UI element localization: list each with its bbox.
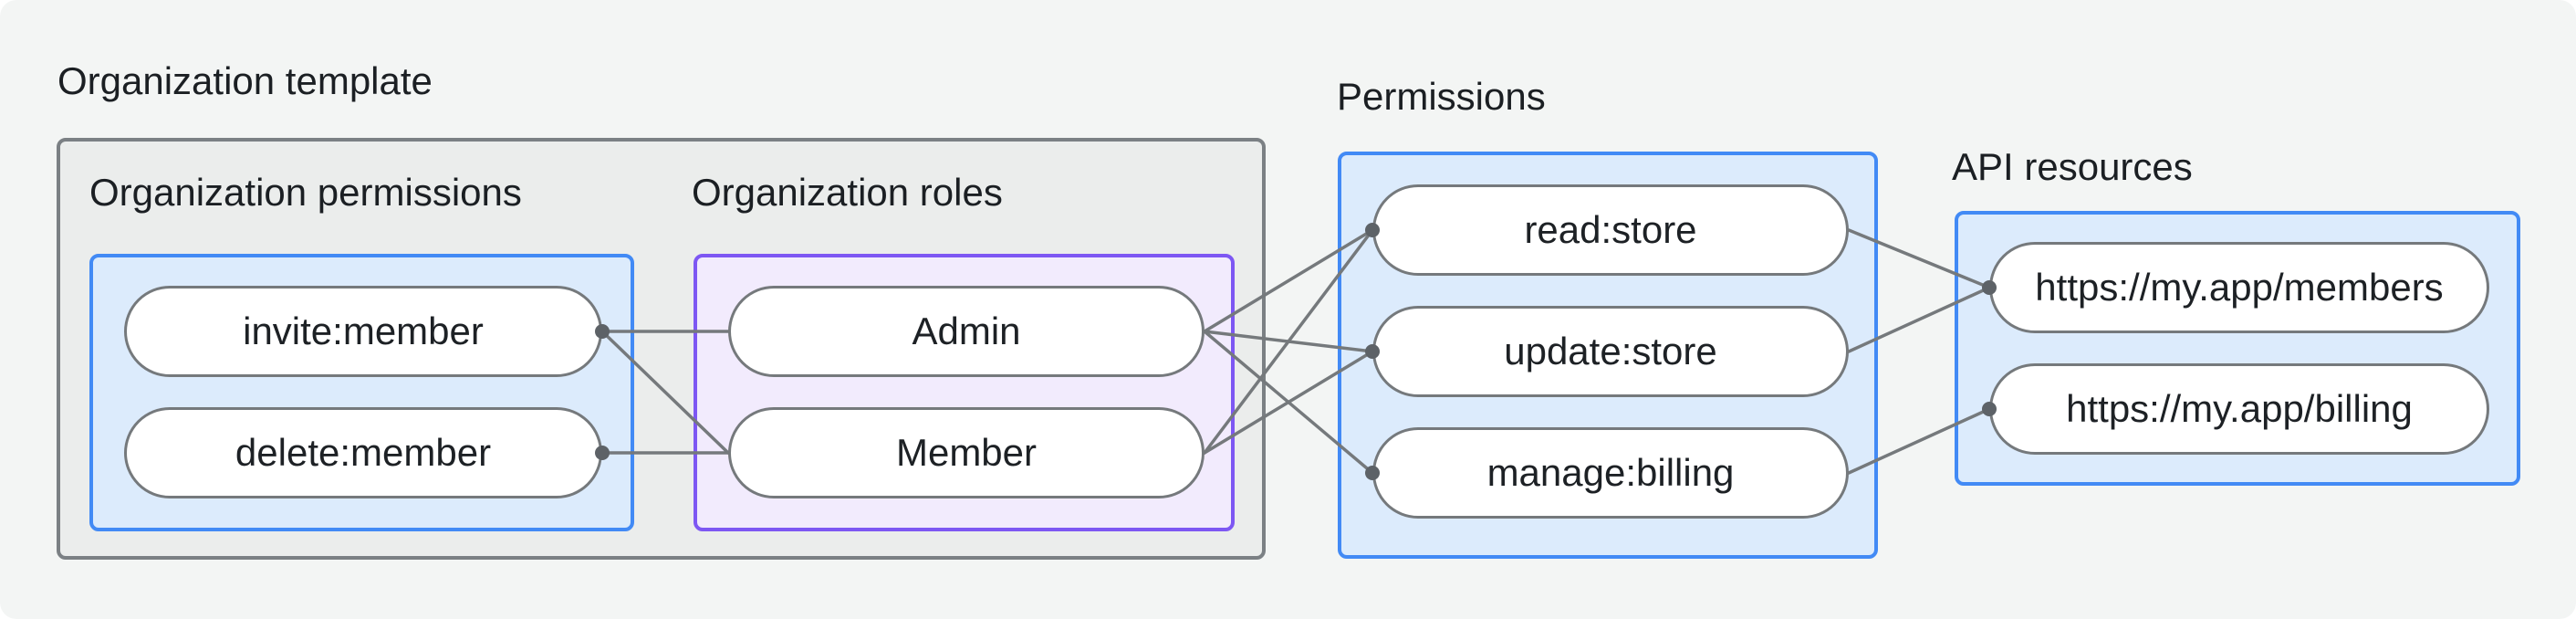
- node-invite-member-label: invite:member: [243, 310, 484, 352]
- node-manage-billing-label: manage:billing: [1486, 451, 1735, 494]
- organization-roles-box: Admin Member: [694, 254, 1235, 531]
- organization-template-container: Organization permissions Organization ro…: [57, 138, 1266, 560]
- node-delete-member-label: delete:member: [235, 431, 492, 474]
- api-resources-box: https://my.app/members https://my.app/bi…: [1955, 211, 2520, 486]
- node-member-label: Member: [895, 431, 1038, 474]
- permissions-box: read:store update:store manage:billing: [1338, 152, 1878, 559]
- organization-permissions-label: Organization permissions: [89, 171, 522, 214]
- node-update-store: update:store: [1372, 306, 1849, 397]
- node-read-store-label: read:store: [1524, 208, 1697, 251]
- node-admin-label: Admin: [912, 310, 1021, 352]
- organization-permissions-box: invite:member delete:member: [89, 254, 634, 531]
- node-admin: Admin: [728, 286, 1205, 377]
- node-invite-member: invite:member: [124, 286, 602, 377]
- node-api-members-label: https://my.app/members: [2035, 266, 2444, 309]
- organization-roles-label: Organization roles: [692, 171, 1003, 214]
- api-resources-label: API resources: [1952, 145, 2193, 188]
- node-api-billing: https://my.app/billing: [1989, 363, 2489, 455]
- node-update-store-label: update:store: [1504, 330, 1717, 372]
- organization-template-label: Organization template: [57, 59, 433, 102]
- node-manage-billing: manage:billing: [1372, 427, 1849, 519]
- node-delete-member: delete:member: [124, 407, 602, 498]
- node-api-billing-label: https://my.app/billing: [2066, 387, 2413, 430]
- node-api-members: https://my.app/members: [1989, 242, 2489, 333]
- node-read-store: read:store: [1372, 184, 1849, 276]
- node-member: Member: [728, 407, 1205, 498]
- permissions-label: Permissions: [1337, 75, 1546, 118]
